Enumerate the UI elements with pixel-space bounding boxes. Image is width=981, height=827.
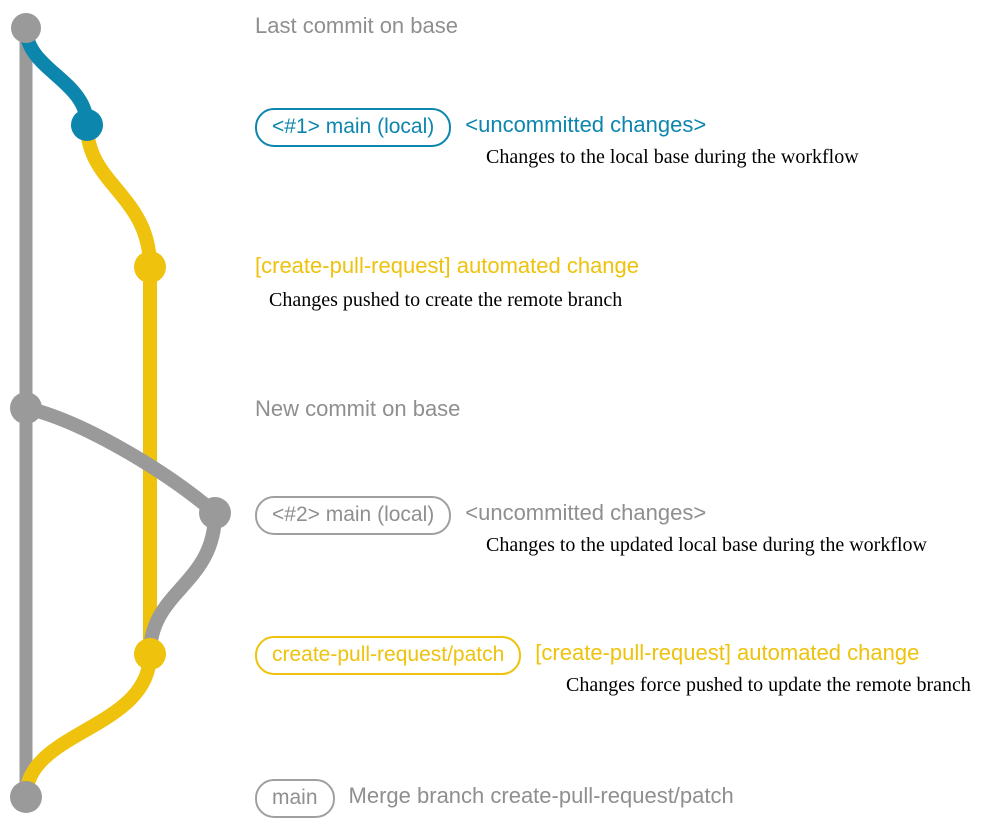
commit-subject: <uncommitted changes> xyxy=(465,112,707,137)
row-local-change-2: <#2> main (local) <uncommitted changes> xyxy=(255,496,706,535)
edge-patch2-to-merge xyxy=(19,647,157,804)
node-base-head xyxy=(11,13,41,43)
ref-badge-main[interactable]: main xyxy=(255,779,335,818)
ref-badge-create-pull-request-patch[interactable]: create-pull-request/patch xyxy=(255,636,522,675)
row-last-commit-on-base: Last commit on base xyxy=(255,13,458,39)
row-automated-change-1: [create-pull-request] automated change xyxy=(255,253,639,279)
commit-subject: [create-pull-request] automated change xyxy=(535,640,920,665)
edge-local1-to-patch1 xyxy=(80,118,157,274)
row-merge-commit: main Merge branch create-pull-request/pa… xyxy=(255,779,734,818)
node-patch-2 xyxy=(134,638,166,670)
node-merge xyxy=(10,781,42,813)
commit-subject: Merge branch create-pull-request/patch xyxy=(348,783,734,808)
ref-badge-main-local-1[interactable]: <#1> main (local) xyxy=(255,108,452,147)
edge-local2-to-patch2 xyxy=(143,506,222,661)
caption-automated-change-1: Changes pushed to create the remote bran… xyxy=(269,289,623,311)
edge-basenew-to-local2 xyxy=(19,401,222,520)
commit-subject: New commit on base xyxy=(255,396,461,421)
caption-local-change-2: Changes to the updated local base during… xyxy=(486,534,927,556)
commit-subject: Last commit on base xyxy=(255,13,458,38)
row-automated-change-2: create-pull-request/patch [create-pull-r… xyxy=(255,636,919,675)
row-local-change-1: <#1> main (local) <uncommitted changes> xyxy=(255,108,706,147)
ref-badge-main-local-2[interactable]: <#2> main (local) xyxy=(255,496,452,535)
node-local-2 xyxy=(199,497,231,529)
commit-subject: [create-pull-request] automated change xyxy=(255,253,640,278)
node-base-new xyxy=(10,392,42,424)
caption-automated-change-2: Changes force pushed to update the remot… xyxy=(566,674,971,696)
node-local-1 xyxy=(71,109,103,141)
edge-base-to-local1 xyxy=(19,21,94,132)
caption-local-change-1: Changes to the local base during the wor… xyxy=(486,146,859,168)
node-patch-1 xyxy=(134,251,166,283)
row-new-commit-on-base: New commit on base xyxy=(255,396,460,422)
commit-nodes xyxy=(10,13,231,813)
commit-subject: <uncommitted changes> xyxy=(465,500,707,525)
